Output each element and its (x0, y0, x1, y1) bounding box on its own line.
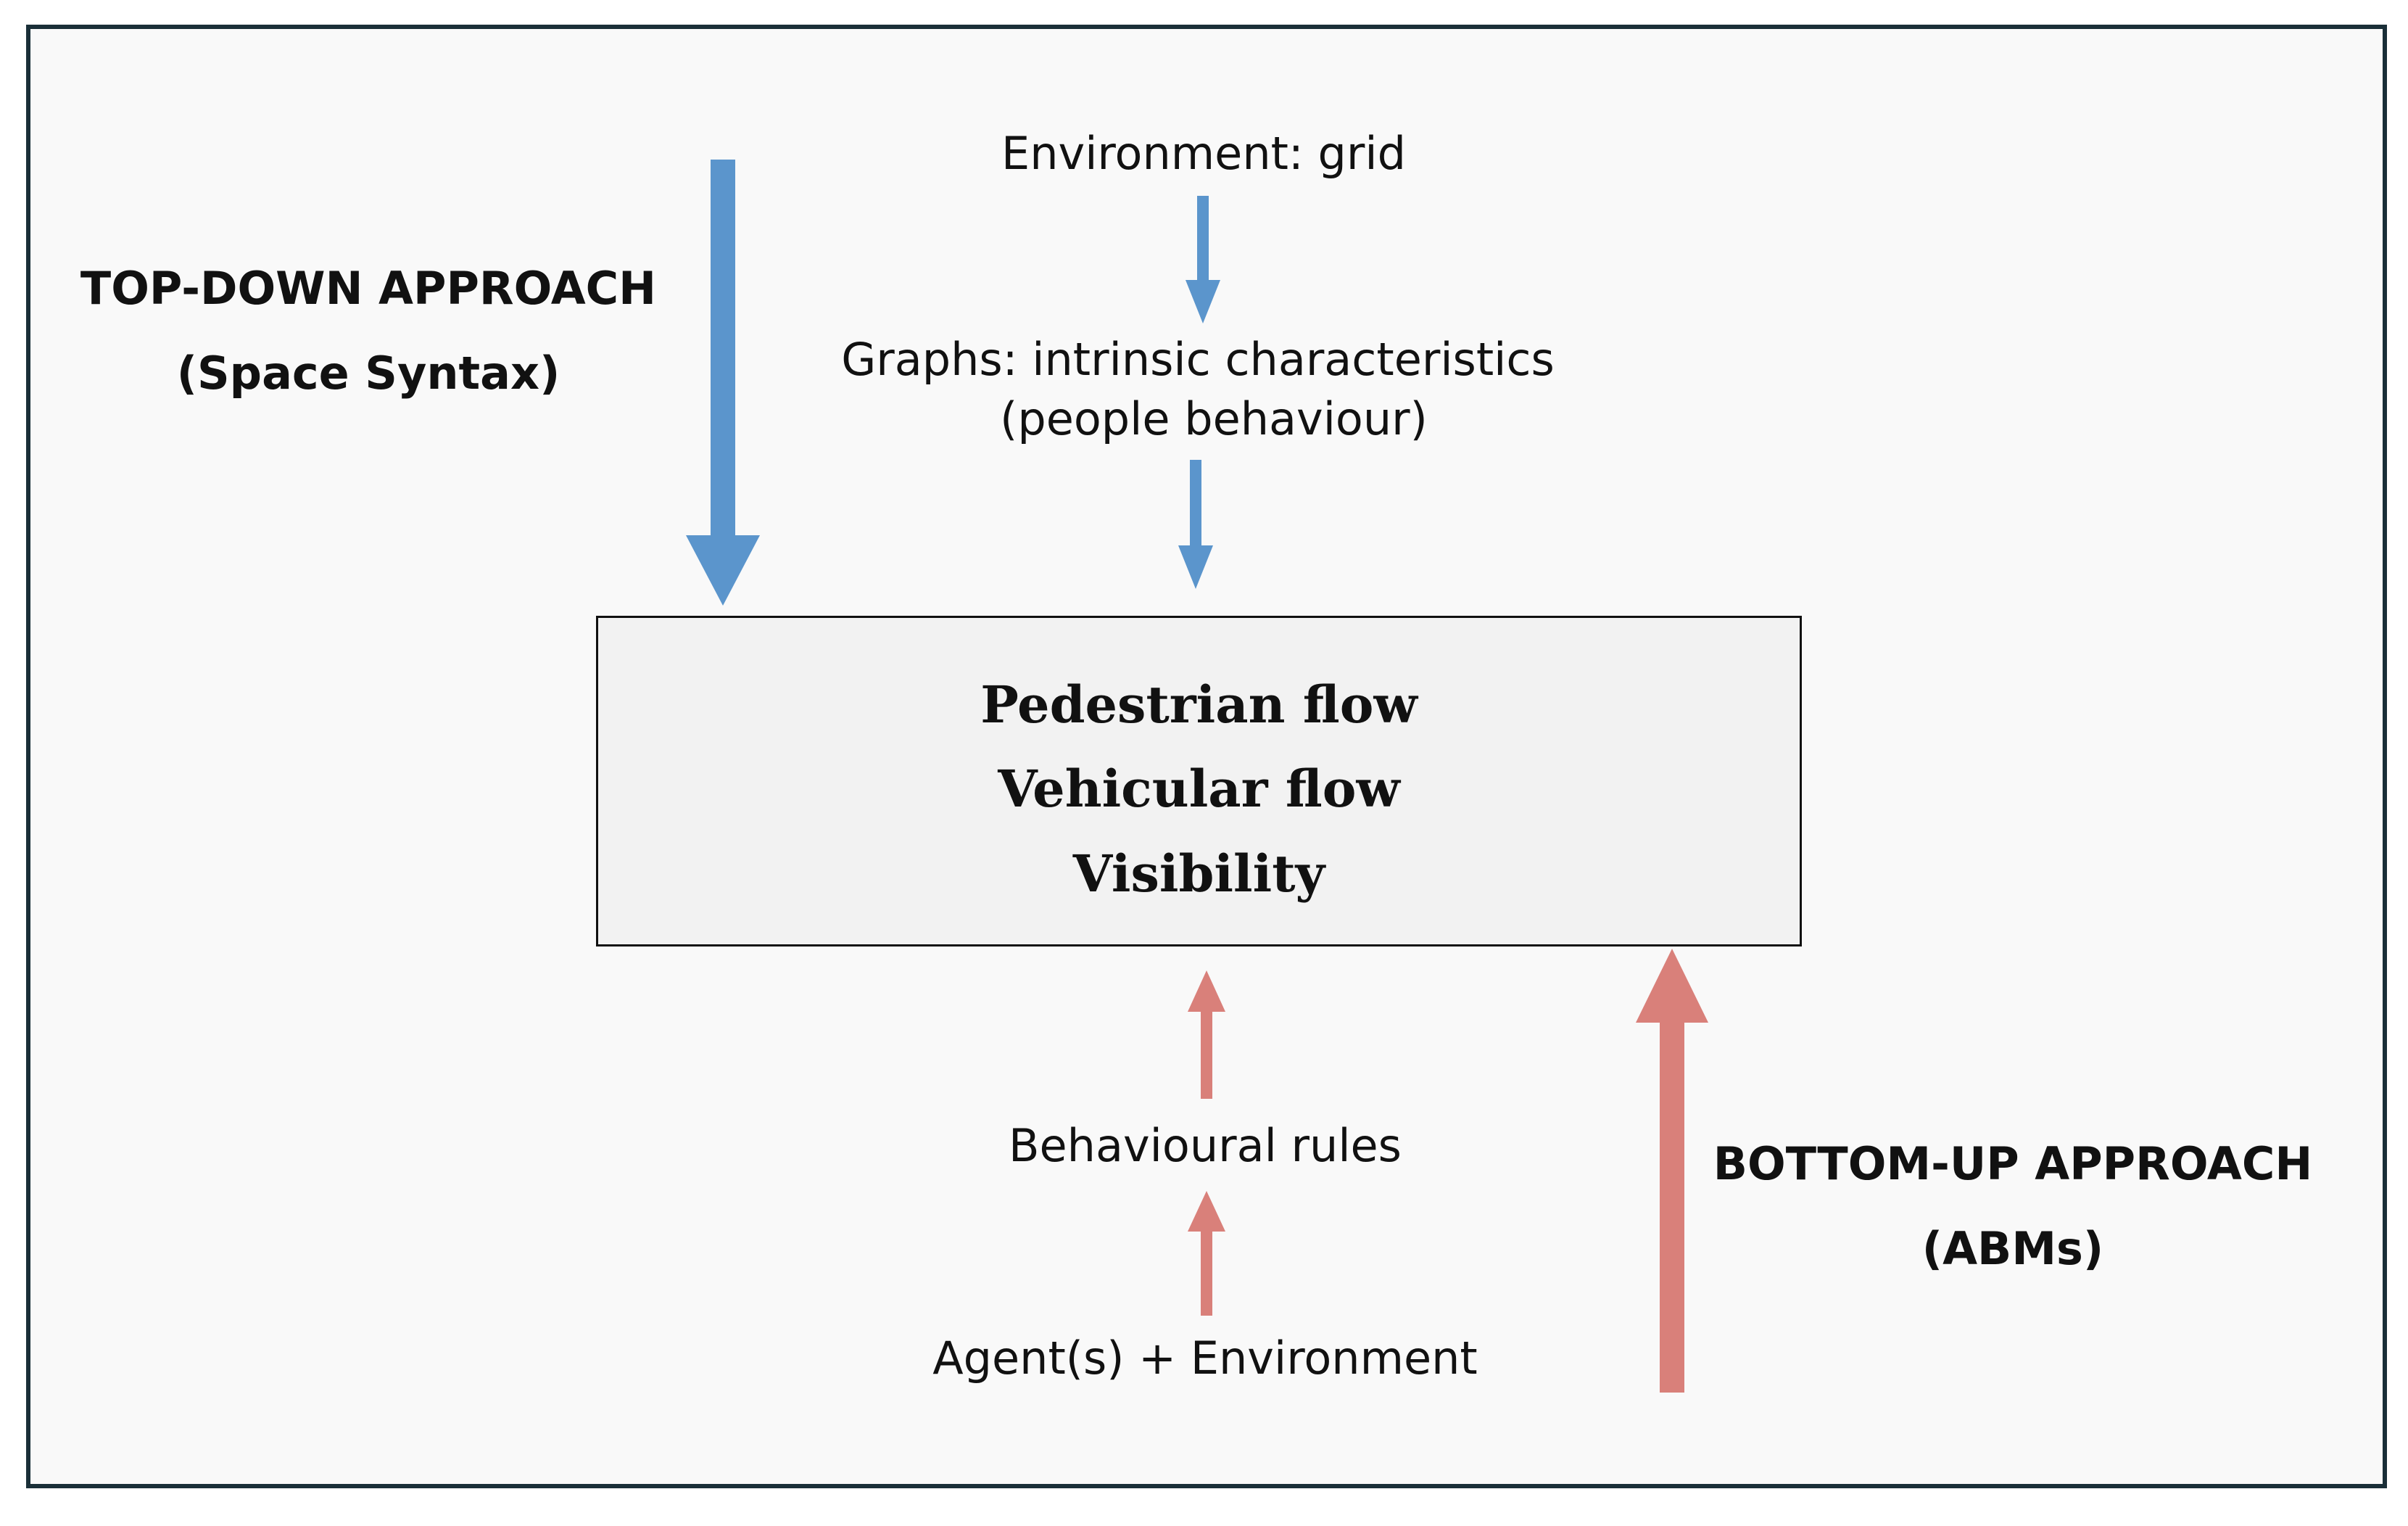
graphs-label-line1: Graphs: intrinsic characteristics (841, 333, 1555, 386)
visibility-label: Visibility (1072, 844, 1325, 904)
top-down-subtitle: (Space Syntax) (176, 347, 560, 400)
top-down-arrow-shaft (711, 160, 735, 537)
top-down-title: TOP-DOWN APPROACH (80, 262, 657, 315)
rules-to-box-arrow-shaft (1201, 1010, 1212, 1099)
bottom-up-title: BOTTOM-UP APPROACH (1713, 1137, 2313, 1190)
rules-to-box-arrow-head (1188, 970, 1225, 1012)
central-outcomes-box: Pedestrian flow Vehicular flow Visibilit… (596, 616, 1802, 946)
environment-to-graphs-arrow-head (1186, 280, 1220, 323)
graphs-label-line2: (people behaviour) (1000, 392, 1428, 445)
graphs-to-box-arrow-head (1178, 545, 1213, 589)
graphs-to-box-arrow (1178, 460, 1213, 589)
agents-environment-label: Agent(s) + Environment (932, 1332, 1478, 1385)
behavioural-rules-label: Behavioural rules (1009, 1119, 1402, 1172)
bottom-up-subtitle: (ABMs) (1921, 1222, 2104, 1275)
top-down-arrow-head (686, 535, 760, 606)
bottom-up-arrow-head (1636, 949, 1708, 1023)
agents-to-rules-arrow-shaft (1201, 1230, 1212, 1316)
rules-to-box-arrow (1188, 970, 1225, 1099)
environment-to-graphs-arrow (1186, 196, 1220, 323)
agents-to-rules-arrow-head (1188, 1191, 1225, 1232)
vehicular-flow-label: Vehicular flow (998, 759, 1400, 819)
bottom-up-arrow (1636, 949, 1708, 1393)
bottom-up-arrow-shaft (1660, 1021, 1684, 1393)
graphs-to-box-arrow-shaft (1190, 460, 1201, 547)
pedestrian-flow-label: Pedestrian flow (980, 675, 1418, 735)
agents-to-rules-arrow (1188, 1191, 1225, 1316)
top-down-arrow (686, 160, 760, 606)
environment-label: Environment: grid (1001, 127, 1406, 180)
environment-to-graphs-arrow-shaft (1197, 196, 1209, 281)
